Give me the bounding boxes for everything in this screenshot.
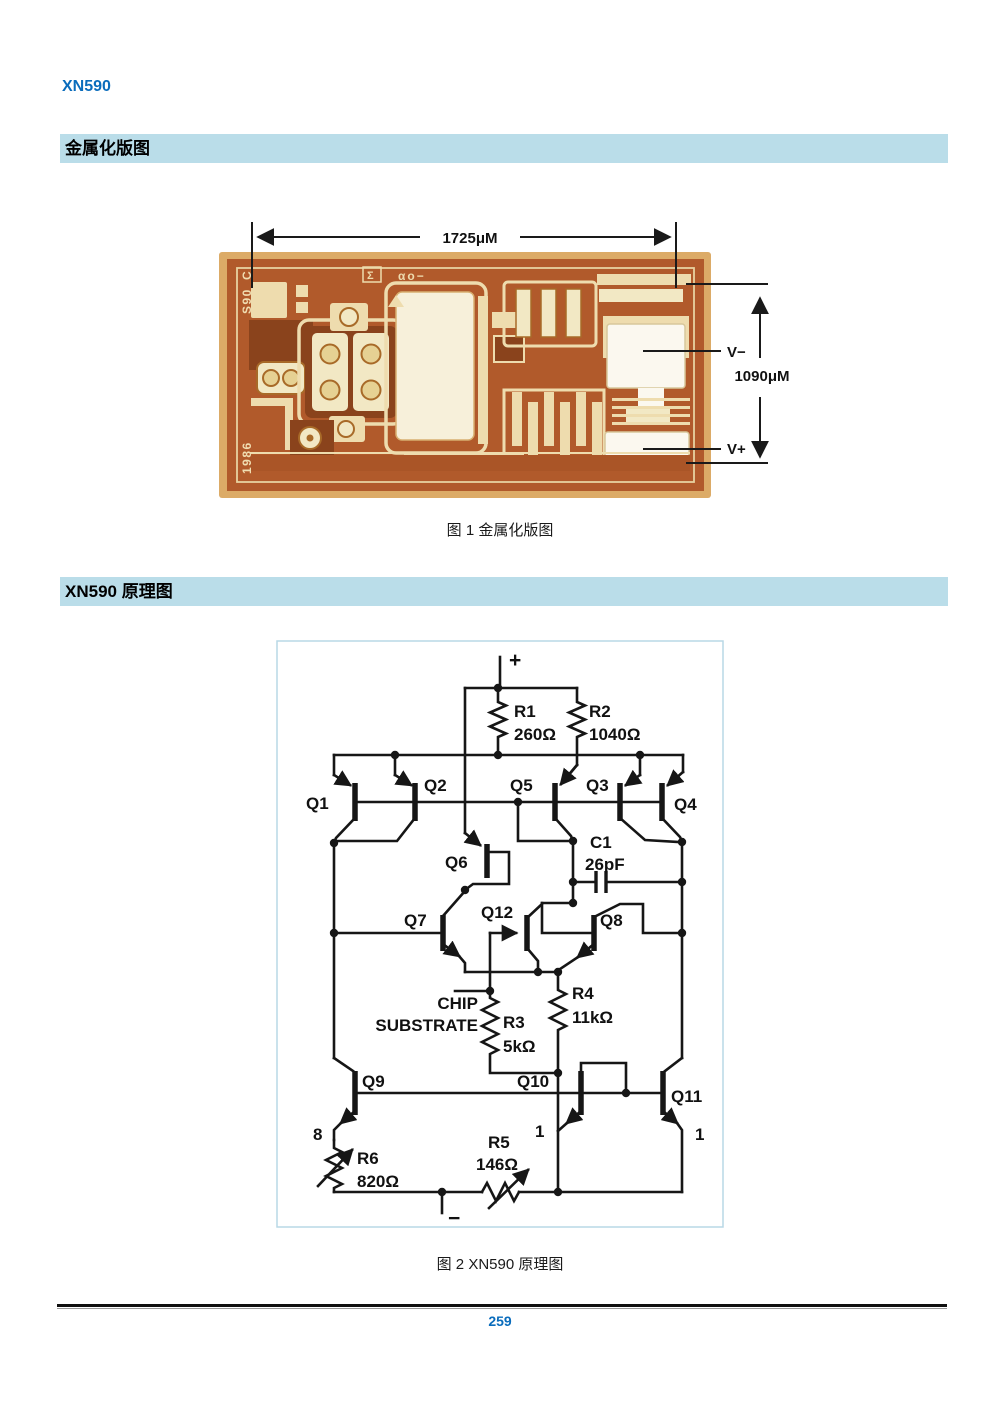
schematic-figure: + − R1 260Ω R2 1040Ω Q1 Q2 Q5 Q3 Q4 Q6 C…	[276, 640, 724, 1230]
die-top-mark: αo−	[398, 269, 426, 283]
label-q1: Q1	[306, 794, 329, 813]
page-number: 259	[488, 1313, 512, 1329]
v-plus-label: V+	[727, 441, 746, 458]
label-q11-ratio: 1	[695, 1125, 704, 1144]
label-r3: R3	[503, 1013, 525, 1032]
label-r6-value: 820Ω	[357, 1172, 399, 1191]
section-header-label: 金属化版图	[65, 139, 150, 158]
label-r6: R6	[357, 1149, 379, 1168]
label-q6: Q6	[445, 853, 468, 872]
plus-terminal-label: +	[509, 649, 521, 672]
junction-dots	[329, 683, 687, 1197]
die-id-text: S90_C	[240, 270, 254, 314]
label-r5-value: 146Ω	[476, 1155, 518, 1174]
height-dim-label: 1090μM	[734, 368, 789, 385]
die-year-text: 1986	[240, 441, 254, 474]
label-r2: R2	[589, 702, 611, 721]
die-photo-figure: S90_C 1986 Σ αo− 1725μM 1090μM V−	[219, 222, 790, 498]
label-chip: CHIP	[437, 994, 478, 1013]
transistor-bodies	[352, 783, 666, 1115]
label-r1-value: 260Ω	[514, 725, 556, 744]
page-title: XN590	[62, 78, 111, 95]
label-substrate: SUBSTRATE	[375, 1016, 478, 1035]
label-q12: Q12	[481, 903, 513, 922]
label-q8: Q8	[600, 911, 623, 930]
die-logo-mark: Σ	[367, 270, 374, 282]
label-r4-value: 11kΩ	[572, 1008, 613, 1027]
label-q10-ratio: 1	[535, 1122, 544, 1141]
label-q2: Q2	[424, 776, 447, 795]
schematic-labels: + − R1 260Ω R2 1040Ω Q1 Q2 Q5 Q3 Q4 Q6 C…	[306, 649, 704, 1230]
v-minus-label: V−	[727, 344, 746, 361]
label-c1: C1	[590, 833, 612, 852]
label-q7: Q7	[404, 911, 427, 930]
label-q10: Q10	[517, 1072, 549, 1091]
label-r2-value: 1040Ω	[589, 725, 640, 744]
label-c1-value: 26pF	[585, 855, 625, 874]
label-q5: Q5	[510, 776, 533, 795]
label-r3-value: 5kΩ	[503, 1037, 536, 1056]
section-header-label: XN590 原理图	[65, 582, 173, 601]
footer-rule	[57, 1304, 947, 1307]
figure1-caption: 图 1 金属化版图	[446, 522, 554, 539]
label-q11: Q11	[671, 1087, 702, 1106]
section-header-metallization: 金属化版图	[60, 134, 948, 163]
minus-terminal-label: −	[448, 1207, 460, 1230]
label-r5: R5	[488, 1133, 510, 1152]
label-r4: R4	[572, 984, 594, 1003]
die-dimension-annotations: 1725μM 1090μM V− V+	[251, 222, 790, 464]
die-photo-art: S90_C 1986 Σ αo−	[219, 252, 711, 498]
section-header-schematic: XN590 原理图	[60, 577, 948, 606]
label-q4: Q4	[674, 795, 697, 814]
label-q3: Q3	[586, 776, 609, 795]
label-r1: R1	[514, 702, 536, 721]
footer-rule-shadow	[57, 1308, 947, 1309]
width-dim-label: 1725μM	[442, 230, 497, 247]
label-q9: Q9	[362, 1072, 385, 1091]
figure2-caption: 图 2 XN590 原理图	[436, 1256, 564, 1273]
label-q9-ratio: 8	[313, 1125, 322, 1144]
